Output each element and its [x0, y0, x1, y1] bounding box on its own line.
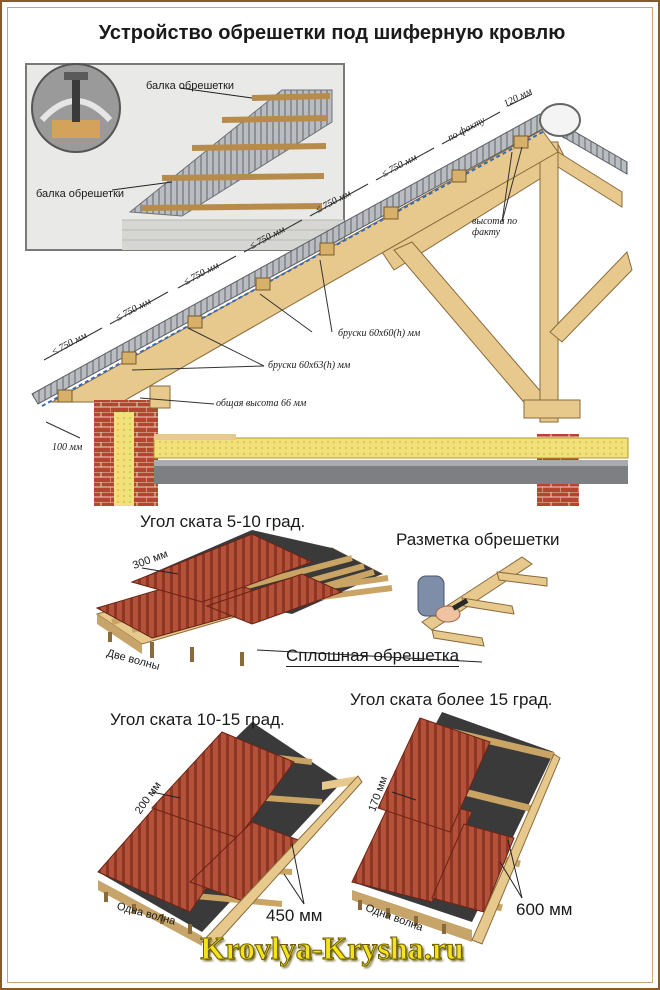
caption-5-10: Угол ската 5-10 град.: [140, 512, 306, 531]
inset-label-bottom: балка обрешетки: [36, 188, 125, 200]
site-watermark[interactable]: Krovlya-Krysha.ru: [200, 930, 464, 967]
bars-60x60-label: бруски 60х60(h) мм: [338, 328, 421, 339]
panel-10-15-deg: [97, 722, 363, 947]
roof-cross-section: [31, 93, 633, 506]
page-title: Устройство обрешетки под шиферную кровлю: [98, 22, 566, 44]
height-fact-label: высота по факту: [472, 216, 518, 238]
spacing-450-label: 450 мм: [266, 906, 323, 925]
caption-marking: Разметка обрешетки: [396, 530, 560, 549]
panel-over-15-deg: [351, 712, 561, 945]
inset-label-top: балка обрешетки: [146, 80, 235, 92]
panel-marking: [417, 556, 548, 647]
panel-5-10-deg: [95, 530, 483, 666]
caption-10-15: Угол ската 10-15 град.: [110, 710, 285, 729]
bars-60x63-label: бруски 60х63(h) мм: [268, 360, 351, 371]
inset-detail: [25, 63, 345, 251]
overhang-label: 100 мм: [52, 442, 83, 453]
spacing-600-label: 600 мм: [516, 900, 573, 919]
solid-sheathing-label: Сплошная обрешетка: [286, 646, 460, 667]
caption-over-15: Угол ската более 15 град.: [350, 690, 553, 709]
total-height-label: общая высота 66 мм: [216, 398, 307, 409]
